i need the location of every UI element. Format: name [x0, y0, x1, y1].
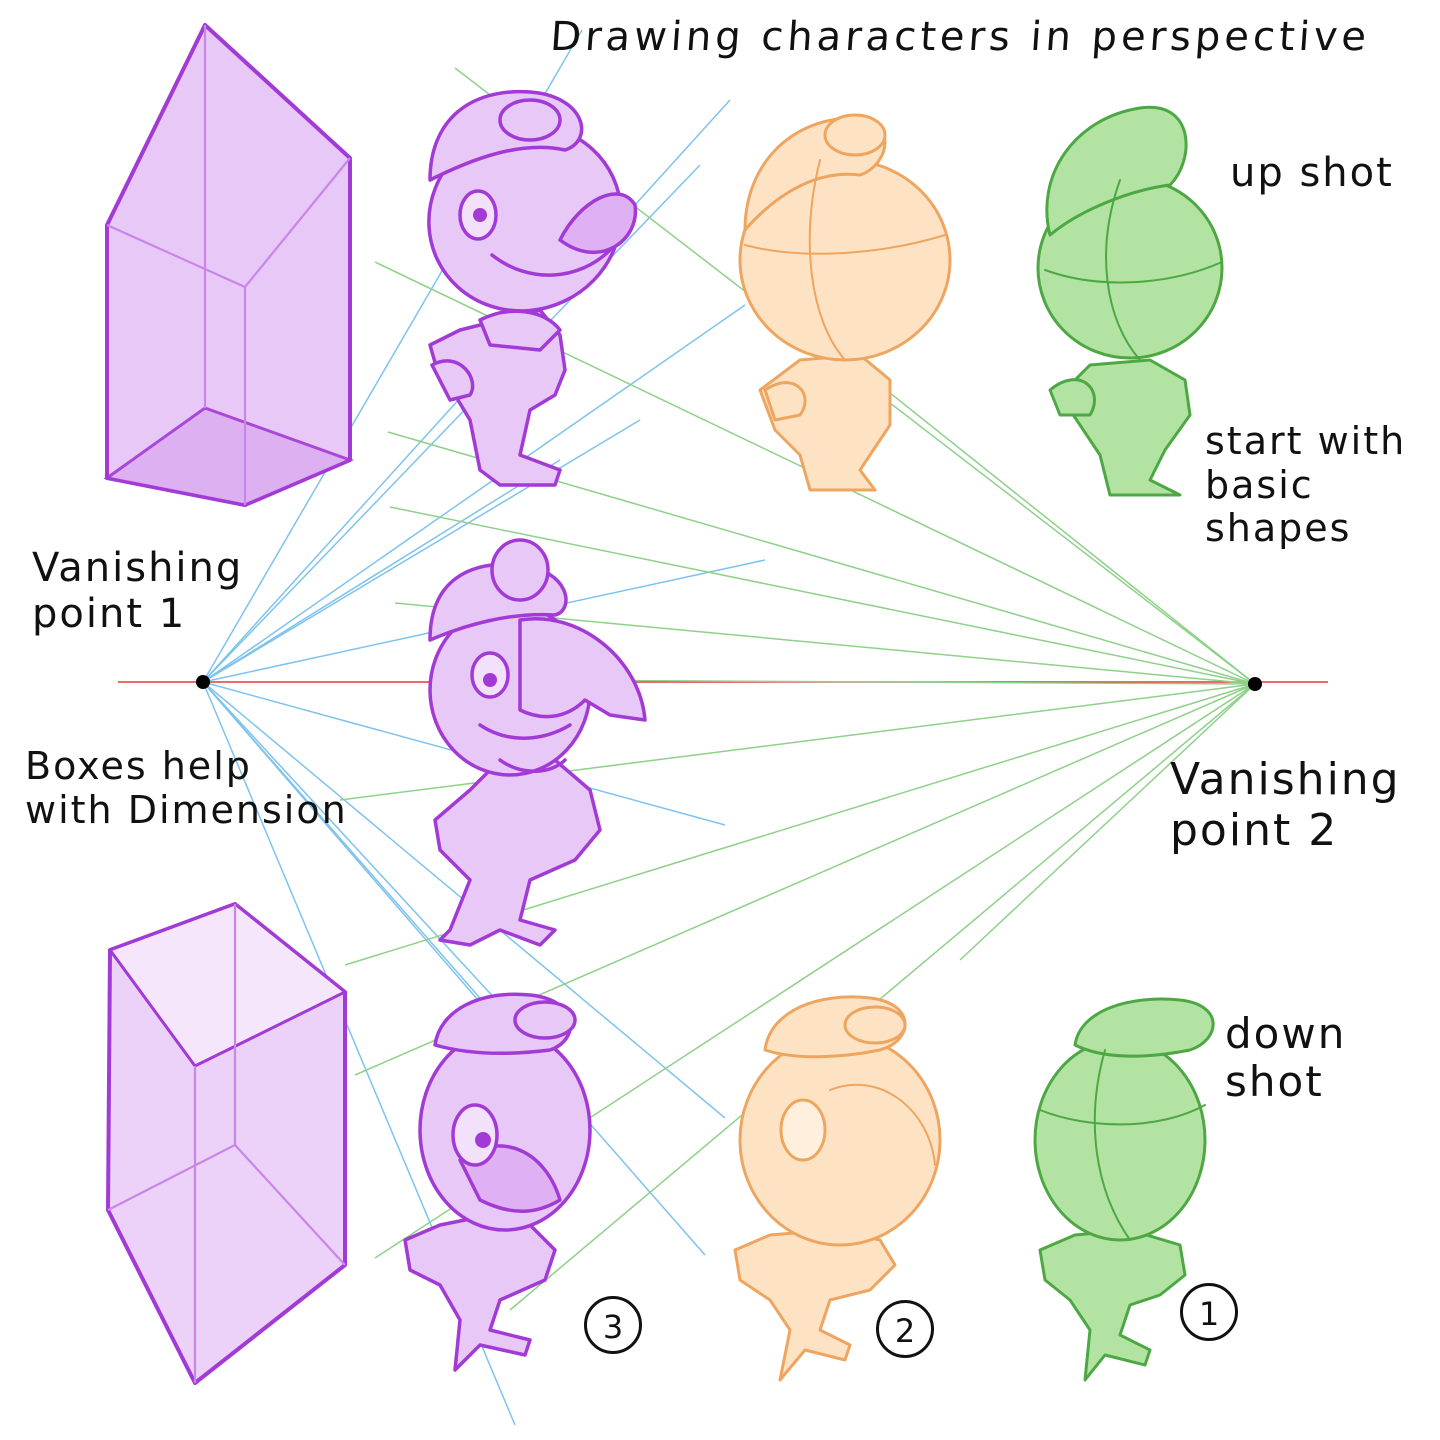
vp1-guide-line: [202, 419, 641, 683]
vp1-guide-line: [202, 304, 746, 683]
label-vanishing-point-1: Vanishing point 1: [32, 545, 244, 637]
upper-box: [103, 23, 355, 507]
vp2-guide-line: [509, 683, 1256, 1311]
step-3-badge: 3: [584, 1296, 642, 1354]
label-up-shot: up shot: [1230, 150, 1394, 196]
vp1-guide-line: [202, 459, 561, 683]
step-2-badge: 2: [876, 1300, 934, 1358]
vp2-guide-line: [959, 683, 1256, 961]
vp1-guide-line: [202, 681, 479, 1001]
vp2-guide-line: [519, 679, 1256, 685]
purple-character-down-shot: [403, 992, 592, 1372]
step-1-badge: 1: [1180, 1283, 1238, 1341]
vp1-guide-line: [202, 681, 706, 1256]
vp2-guide-line: [389, 506, 1256, 685]
purple-character-up-shot: [427, 89, 638, 487]
vanishing-point-2-dot: [1248, 677, 1262, 691]
lower-box: [106, 902, 348, 1385]
green-character-up-shot: [1036, 105, 1224, 497]
diagram-title: Drawing characters in perspective: [548, 14, 1372, 60]
label-start-with-basic-shapes: start with basic shapes: [1205, 419, 1407, 551]
label-vanishing-point-2: Vanishing point 2: [1170, 754, 1401, 856]
orange-character-down-shot: [733, 995, 942, 1382]
label-down-shot: down shot: [1225, 1009, 1347, 1107]
orange-character-up-shot: [738, 113, 952, 492]
vp2-guide-line: [879, 384, 1256, 685]
purple-character-eye-level: [428, 538, 647, 947]
green-character-down-shot: [1033, 997, 1215, 1382]
vp1-guide-line: [202, 164, 701, 683]
label-boxes-help: Boxes help with Dimension: [25, 744, 348, 832]
vanishing-point-1-dot: [196, 675, 210, 689]
